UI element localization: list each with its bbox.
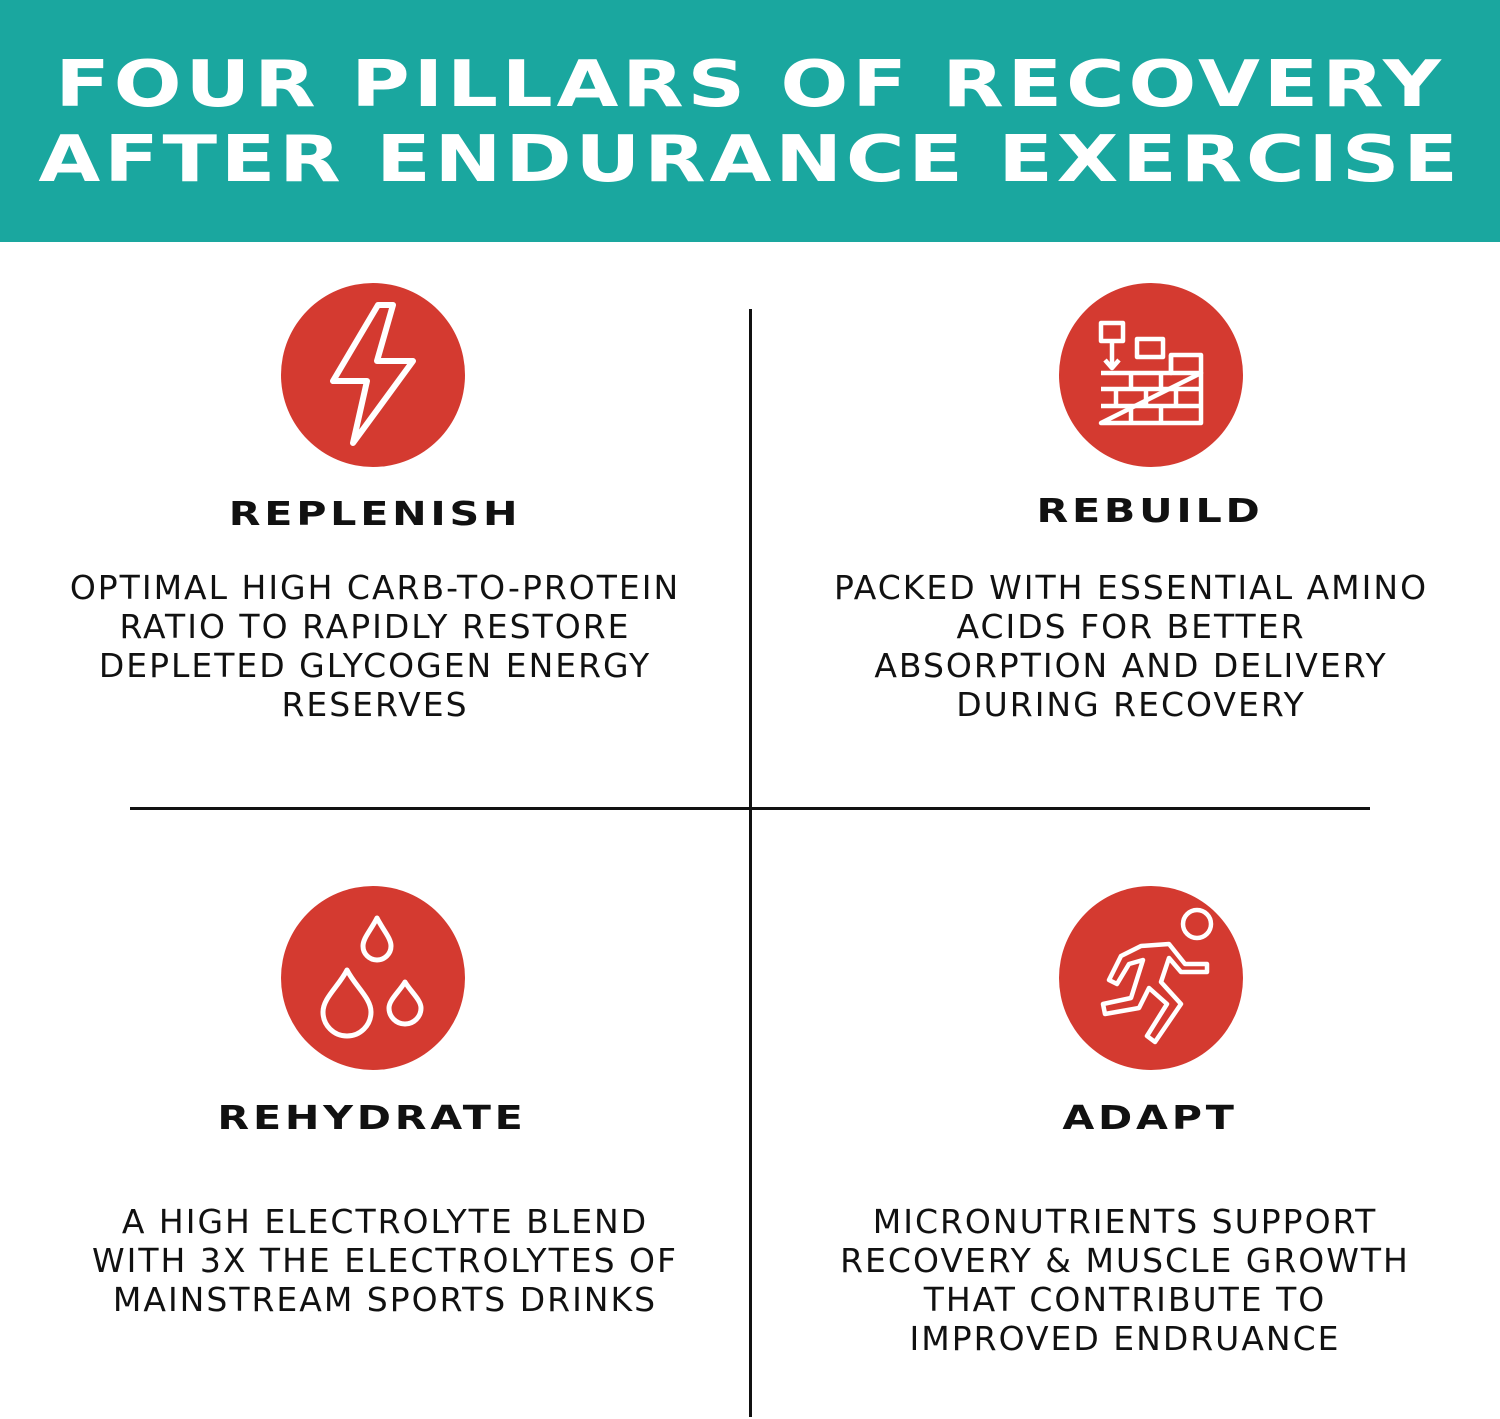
header-banner: FOUR PILLARS OF RECOVERY AFTER ENDURANCE…	[0, 0, 1500, 242]
description-line: ABSORPTION AND DELIVERY	[874, 646, 1388, 685]
description-line: IMPROVED ENDRUANCE	[909, 1319, 1341, 1358]
description-line: MICRONUTRIENTS SUPPORT	[872, 1202, 1378, 1241]
pillar-description: A HIGH ELECTROLYTE BLEND WITH 3X THE ELE…	[20, 1202, 750, 1319]
horizontal-divider	[130, 807, 1370, 810]
lightning-bolt-icon	[281, 283, 465, 467]
pillar-title: REBUILD	[1036, 491, 1264, 530]
description-line: OPTIMAL HIGH CARB-TO-PROTEIN	[69, 568, 681, 607]
page-title-line-2: AFTER ENDURANCE EXERCISE	[38, 123, 1462, 197]
pillar-description: PACKED WITH ESSENTIAL AMINO ACIDS FOR BE…	[768, 568, 1494, 724]
description-line: A HIGH ELECTROLYTE BLEND	[121, 1202, 649, 1241]
description-line: WITH 3X THE ELECTROLYTES OF	[92, 1241, 678, 1280]
description-line: MAINSTREAM SPORTS DRINKS	[112, 1280, 658, 1319]
running-person-icon	[1059, 886, 1243, 1070]
water-drops-icon	[281, 886, 465, 1070]
description-line: DURING RECOVERY	[956, 685, 1306, 724]
description-line: ACIDS FOR BETTER	[956, 607, 1306, 646]
description-line: PACKED WITH ESSENTIAL AMINO	[833, 568, 1429, 607]
description-line: RECOVERY & MUSCLE GROWTH	[840, 1241, 1410, 1280]
pillar-description: MICRONUTRIENTS SUPPORT RECOVERY & MUSCLE…	[762, 1202, 1488, 1358]
pillar-title: REHYDRATE	[217, 1098, 527, 1137]
pillar-description: OPTIMAL HIGH CARB-TO-PROTEIN RATIO TO RA…	[10, 568, 740, 724]
brick-wall-icon	[1059, 283, 1243, 467]
page-title-line-1: FOUR PILLARS OF RECOVERY	[55, 48, 1445, 122]
pillar-title: ADAPT	[1062, 1098, 1238, 1137]
pillar-title: REPLENISH	[228, 494, 522, 533]
description-line: RATIO TO RAPIDLY RESTORE	[119, 607, 631, 646]
description-line: THAT CONTRIBUTE TO	[923, 1280, 1327, 1319]
vertical-divider	[749, 309, 752, 1417]
description-line: DEPLETED GLYCOGEN ENERGY	[98, 646, 652, 685]
description-line: RESERVES	[281, 685, 469, 724]
